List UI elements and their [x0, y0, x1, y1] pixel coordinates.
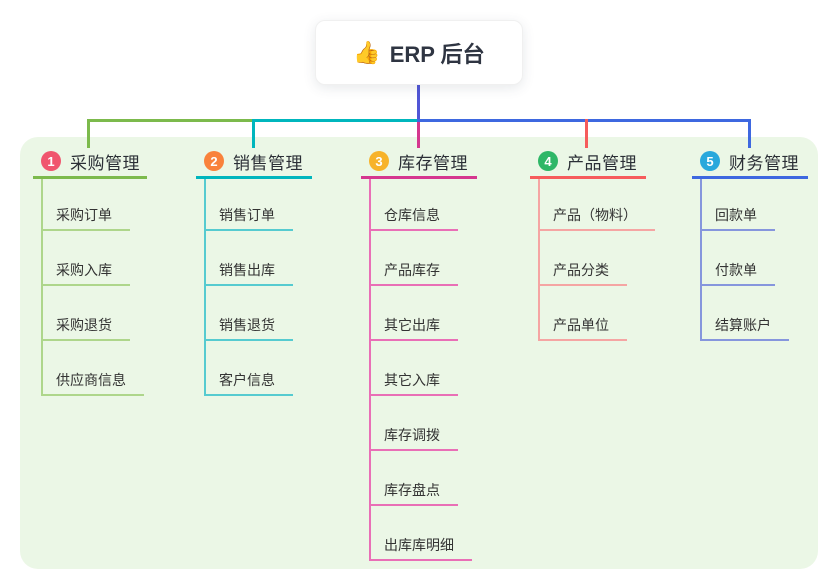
branch-drop-line [585, 119, 588, 148]
child-node[interactable]: 产品（物料） [538, 205, 655, 231]
branch-number-badge: 2 [204, 151, 224, 171]
branch-number-badge: 5 [700, 151, 720, 171]
child-node[interactable]: 产品分类 [538, 260, 627, 286]
branch-label: 销售管理 [233, 153, 303, 173]
bus-segment-line [252, 119, 417, 122]
child-node[interactable]: 供应商信息 [41, 370, 144, 396]
child-node[interactable]: 采购退货 [41, 315, 130, 341]
branch-spine-line [700, 178, 702, 341]
child-node[interactable]: 产品单位 [538, 315, 627, 341]
child-node[interactable]: 结算账户 [700, 315, 789, 341]
branch-number-badge: 3 [369, 151, 389, 171]
branch-node-2[interactable]: 2 销售管理 [196, 146, 312, 179]
root-stem-line [417, 84, 420, 119]
child-node[interactable]: 库存调拨 [369, 425, 458, 451]
child-node[interactable]: 出库库明细 [369, 535, 472, 561]
branch-label: 财务管理 [729, 153, 799, 173]
child-node[interactable]: 采购订单 [41, 205, 130, 231]
branch-node-1[interactable]: 1 采购管理 [33, 146, 147, 179]
branch-node-5[interactable]: 5 财务管理 [692, 146, 808, 179]
child-node[interactable]: 产品库存 [369, 260, 458, 286]
branch-number-badge: 4 [538, 151, 558, 171]
branch-label: 产品管理 [567, 153, 637, 173]
root-node-label: ERP 后台 [389, 41, 485, 67]
branch-label: 采购管理 [70, 153, 140, 173]
branch-node-4[interactable]: 4 产品管理 [530, 146, 646, 179]
child-node[interactable]: 回款单 [700, 205, 775, 231]
branch-drop-line [252, 119, 255, 148]
branch-spine-line [41, 178, 43, 396]
child-node[interactable]: 其它入库 [369, 370, 458, 396]
branch-drop-line [87, 119, 90, 148]
thumbs-up-icon: 👍 [353, 39, 381, 65]
mindmap-background-panel [20, 137, 818, 569]
child-node[interactable]: 客户信息 [204, 370, 293, 396]
branch-spine-line [204, 178, 206, 396]
child-node[interactable]: 销售退货 [204, 315, 293, 341]
bus-segment-line [417, 119, 751, 122]
child-node[interactable]: 仓库信息 [369, 205, 458, 231]
branch-spine-line [538, 178, 540, 341]
branch-node-3[interactable]: 3 库存管理 [361, 146, 477, 179]
child-node[interactable]: 其它出库 [369, 315, 458, 341]
child-node[interactable]: 付款单 [700, 260, 775, 286]
bus-segment-line [87, 119, 252, 122]
branch-label: 库存管理 [398, 153, 468, 173]
child-node[interactable]: 采购入库 [41, 260, 130, 286]
branch-drop-line [417, 122, 420, 148]
child-node[interactable]: 销售出库 [204, 260, 293, 286]
child-node[interactable]: 销售订单 [204, 205, 293, 231]
child-node[interactable]: 库存盘点 [369, 480, 458, 506]
root-node[interactable]: 👍 ERP 后台 [315, 20, 523, 85]
branch-number-badge: 1 [41, 151, 61, 171]
branch-spine-line [369, 178, 371, 561]
branch-drop-line [748, 119, 751, 148]
